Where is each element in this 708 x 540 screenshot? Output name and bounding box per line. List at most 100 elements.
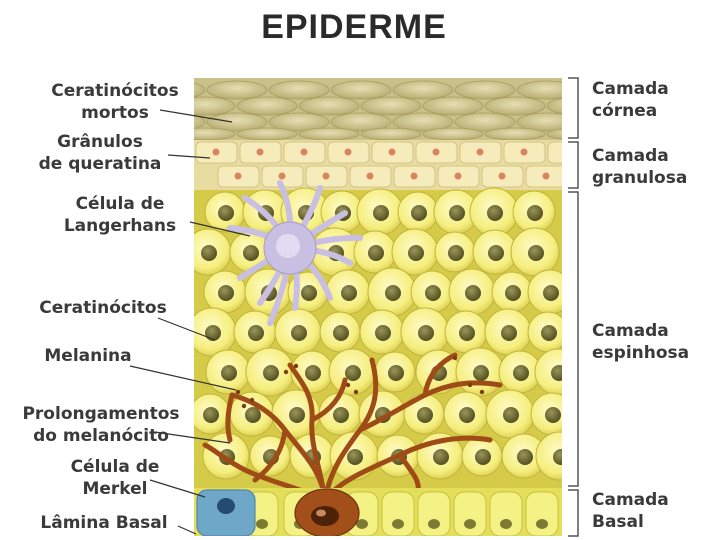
basal-cell <box>490 492 522 536</box>
bracket-spinosum <box>568 192 578 486</box>
basal-cells <box>246 492 558 536</box>
nucleus <box>333 325 349 341</box>
melanin-granule <box>468 383 472 387</box>
label-melanin: Melanina <box>28 345 148 367</box>
nucleus <box>545 407 561 423</box>
nucleus <box>201 245 217 261</box>
label-layer-spinosum: Camada espinhosa <box>592 320 704 364</box>
nucleus <box>505 285 521 301</box>
nucleus <box>347 449 363 465</box>
melanin-granule <box>346 383 350 387</box>
nucleus <box>375 325 391 341</box>
nucleus <box>553 449 569 465</box>
label-line: Camada <box>592 145 704 167</box>
granular-cell <box>548 142 589 163</box>
label-line: Ceratinócitos <box>30 80 200 102</box>
basal-cell <box>418 492 450 536</box>
merkel-cell <box>197 490 255 536</box>
dead-cell <box>175 128 235 140</box>
melanin-granule <box>236 390 240 394</box>
keratin-granule <box>389 149 396 156</box>
melanin-granule <box>480 390 484 394</box>
basal-cell <box>526 492 558 536</box>
dead-cell <box>237 97 297 115</box>
label-line: do melanócito <box>6 425 196 447</box>
keratin-granule <box>301 149 308 156</box>
nucleus <box>527 205 543 221</box>
label-line: mortos <box>30 102 200 124</box>
dead-cell <box>361 128 421 140</box>
melanin-granule <box>284 370 288 374</box>
melanin-granule <box>453 356 457 360</box>
nucleus <box>411 205 427 221</box>
nucleus <box>345 365 361 381</box>
label-line: Melanina <box>28 345 148 367</box>
keratin-granule <box>411 173 418 180</box>
nucleus <box>263 365 279 381</box>
label-line: Langerhans <box>40 215 200 237</box>
dead-cell <box>455 81 515 99</box>
label-line: Lâmina Basal <box>24 512 184 534</box>
dead-cell <box>299 128 359 140</box>
nucleus <box>248 325 264 341</box>
merkel-nucleus <box>217 498 235 514</box>
nucleus <box>373 205 389 221</box>
label-merkel-cell: Célula de Merkel <box>40 456 190 500</box>
label-langerhans-cell: Célula de Langerhans <box>40 193 200 237</box>
dead-keratinocytes <box>145 81 607 140</box>
label-line: de queratina <box>20 153 180 175</box>
label-line: Prolongamentos <box>6 403 196 425</box>
nucleus <box>473 365 489 381</box>
nucleus <box>487 205 503 221</box>
dead-cell <box>393 81 453 99</box>
nucleus <box>488 245 504 261</box>
melanin-granule <box>242 404 246 408</box>
nucleus <box>291 325 307 341</box>
basal-cell <box>382 492 414 536</box>
nucleus <box>221 365 237 381</box>
basal-nucleus <box>464 519 476 529</box>
nucleus <box>305 365 321 381</box>
keratin-granule <box>433 149 440 156</box>
dead-cell <box>361 97 421 115</box>
nucleus <box>501 325 517 341</box>
melanin-granule <box>354 390 358 394</box>
label-line: espinhosa <box>592 342 704 364</box>
keratin-granule <box>257 149 264 156</box>
nucleus <box>385 285 401 301</box>
melanin-granule <box>250 398 254 402</box>
keratin-granule <box>345 149 352 156</box>
layer-brackets <box>568 78 578 536</box>
melanocyte-nucleus <box>311 506 339 526</box>
dead-cell <box>207 81 267 99</box>
basal-nucleus <box>536 519 548 529</box>
nucleus <box>551 365 567 381</box>
basal-nucleus <box>392 519 404 529</box>
nucleus <box>333 407 349 423</box>
keratin-granule <box>279 173 286 180</box>
dead-cell <box>485 97 545 115</box>
nucleus <box>418 325 434 341</box>
bracket-basal <box>568 490 578 536</box>
label-line: Camada <box>592 78 702 100</box>
label-layer-basal: Camada Basal <box>592 489 702 533</box>
keratin-granule <box>213 149 220 156</box>
nucleus <box>449 205 465 221</box>
label-line: Camada <box>592 320 704 342</box>
dead-cell <box>485 128 545 140</box>
melanocyte-nucleolus <box>316 510 326 517</box>
nucleus <box>459 325 475 341</box>
nucleus <box>465 285 481 301</box>
nucleus <box>448 245 464 261</box>
nucleus <box>245 407 261 423</box>
langerhans-nucleus <box>276 234 300 258</box>
nucleus <box>425 285 441 301</box>
nucleus <box>388 365 404 381</box>
dead-cell <box>237 128 297 140</box>
keratin-granule <box>367 173 374 180</box>
nucleus <box>503 407 519 423</box>
nucleus <box>513 365 529 381</box>
label-keratinocytes: Ceratinócitos <box>18 297 188 319</box>
nucleus <box>218 205 234 221</box>
basal-nucleus <box>428 519 440 529</box>
